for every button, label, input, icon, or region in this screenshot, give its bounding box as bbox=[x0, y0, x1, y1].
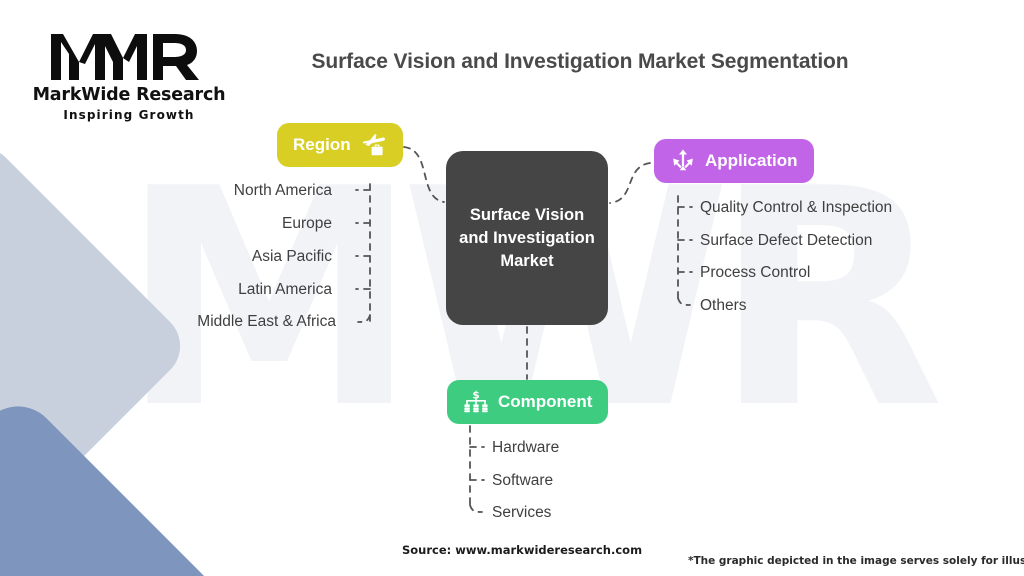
application-item-0: Quality Control & Inspection bbox=[700, 199, 893, 216]
branch-label-component: Component bbox=[498, 392, 593, 411]
page-title: Surface Vision and Investigation Market … bbox=[311, 50, 849, 73]
region-leader-4 bbox=[357, 314, 371, 323]
logo-tagline: Inspiring Growth bbox=[63, 108, 195, 122]
logo-company-name: MarkWide Research bbox=[32, 85, 226, 105]
application-leader-3 bbox=[677, 297, 691, 306]
center-node: Surface Vision and Investigation Market bbox=[446, 151, 608, 325]
component-leader-2 bbox=[469, 504, 483, 513]
application-item-3: Others bbox=[700, 297, 747, 314]
split-arrows-icon bbox=[670, 148, 696, 174]
application-item-1: Surface Defect Detection bbox=[700, 232, 873, 249]
center-node-label: Surface Vision and Investigation Market bbox=[459, 205, 595, 270]
airplane-luggage-icon bbox=[361, 132, 387, 158]
company-logo: MarkWide Research Inspiring Growth bbox=[24, 28, 234, 122]
region-item-1: Europe bbox=[282, 215, 332, 232]
component-item-0: Hardware bbox=[492, 439, 560, 456]
application-item-2: Process Control bbox=[700, 264, 811, 281]
region-item-4: Middle East & Africa bbox=[197, 313, 336, 330]
branch-label-region: Region bbox=[293, 135, 351, 154]
source-note: Source: www.markwideresearch.com bbox=[402, 543, 643, 557]
connector-region-to-center bbox=[403, 146, 445, 203]
component-item-2: Services bbox=[492, 504, 552, 521]
svg-text:$: $ bbox=[472, 389, 479, 401]
branch-badge-application[interactable]: Application bbox=[654, 139, 814, 183]
region-item-2: Asia Pacific bbox=[251, 248, 332, 265]
mwr-logo-mark bbox=[51, 34, 199, 80]
region-item-0: North America bbox=[233, 182, 332, 199]
org-chart-dollar-icon: $ bbox=[463, 389, 489, 415]
region-item-3: Latin America bbox=[238, 281, 332, 298]
branch-label-application: Application bbox=[705, 151, 798, 170]
branch-badge-component[interactable]: $ Component bbox=[447, 380, 609, 424]
connector-application-to-center bbox=[609, 162, 651, 204]
component-item-1: Software bbox=[492, 472, 554, 489]
disclaimer-note: *The graphic depicted in the image serve… bbox=[688, 555, 1024, 567]
branch-badge-region[interactable]: Region bbox=[277, 123, 403, 167]
